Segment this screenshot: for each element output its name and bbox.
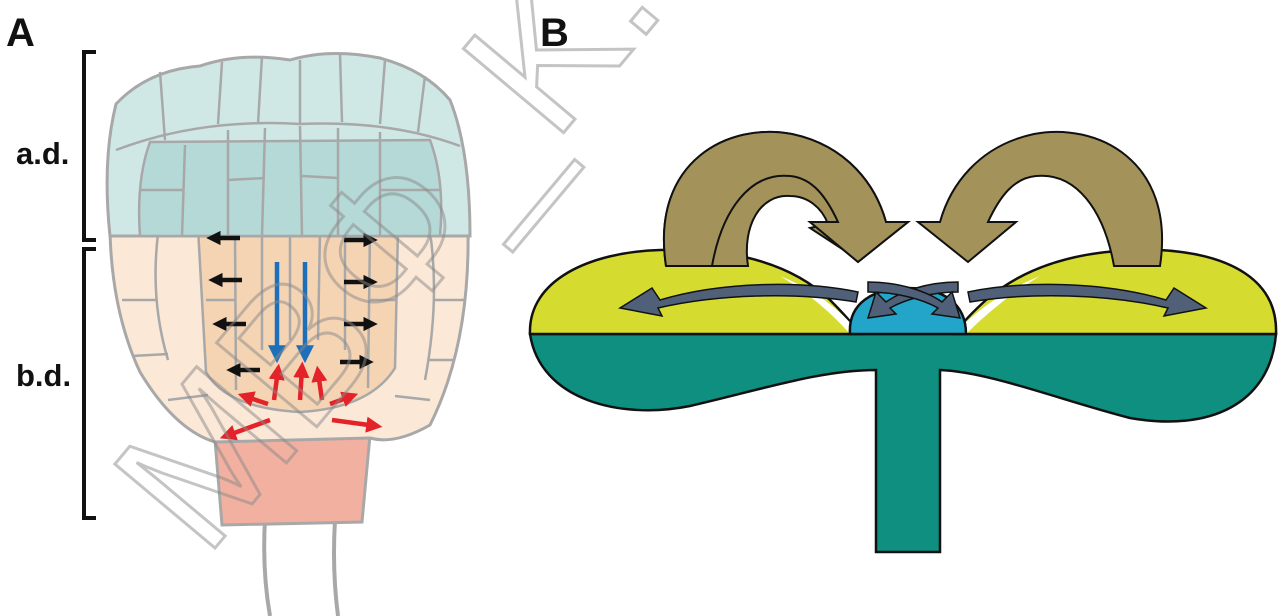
brown-arrow-right-body xyxy=(918,132,1162,266)
basal-domain-label: b.d. xyxy=(16,358,71,393)
panel-a-label: A xyxy=(6,11,35,55)
brown-arrow-left-body xyxy=(664,132,908,266)
basal-domain-bracket xyxy=(84,249,96,518)
apical-domain-bracket xyxy=(84,52,96,240)
embryo-lower-body xyxy=(530,334,1276,552)
apical-domain-label: a.d. xyxy=(16,136,69,171)
